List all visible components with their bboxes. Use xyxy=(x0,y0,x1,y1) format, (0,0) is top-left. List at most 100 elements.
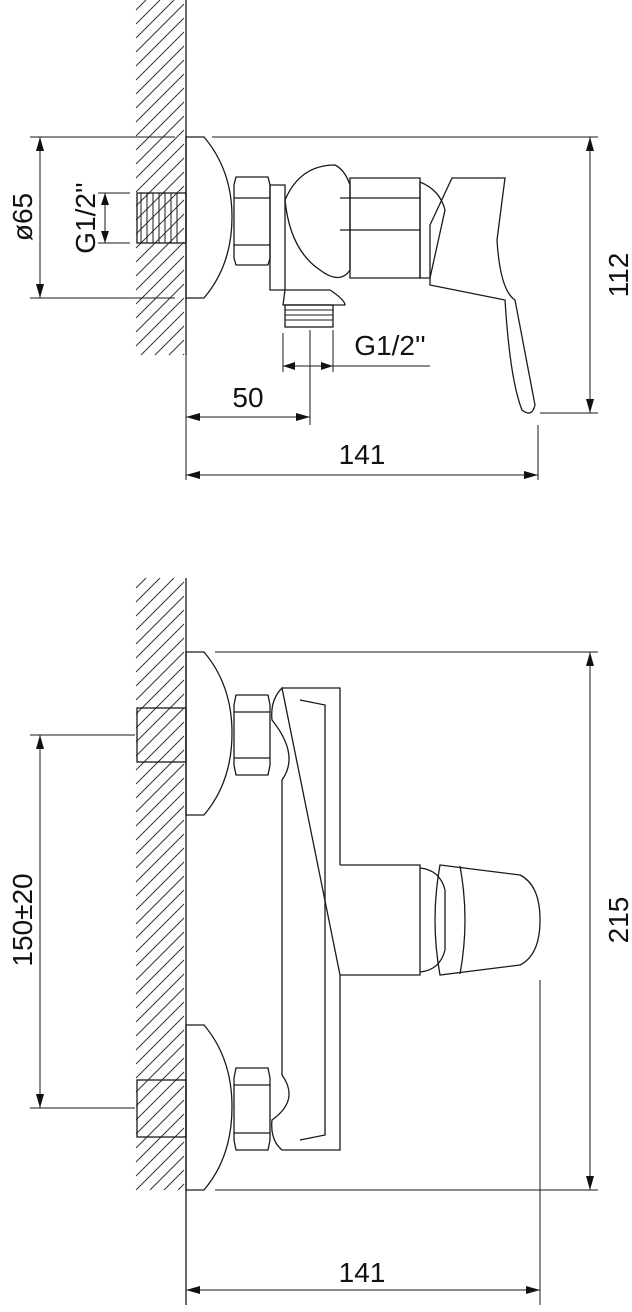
hatch-line xyxy=(135,679,185,729)
hatch-line xyxy=(135,1141,185,1191)
dimension-lines xyxy=(30,136,598,480)
hatch-line xyxy=(135,213,185,263)
hatch-line xyxy=(135,45,185,95)
hatch-line xyxy=(135,255,185,305)
hatch-line xyxy=(135,609,185,659)
thread-lines xyxy=(140,193,178,243)
lever-handle xyxy=(429,177,536,414)
escutcheon-diameter-label: ø65 xyxy=(7,193,38,241)
hatch-line xyxy=(135,945,185,995)
hatch-line xyxy=(135,0,175,39)
outlet-offset-label: 50 xyxy=(232,382,263,413)
cartridge-cap xyxy=(419,867,446,973)
hatch-line xyxy=(135,987,185,1037)
inlet-thread-label: G1/2'' xyxy=(70,182,101,253)
hatch-line xyxy=(135,581,185,631)
hatch-line xyxy=(135,59,185,109)
hatch-line xyxy=(149,1155,185,1191)
hatch-line xyxy=(135,1057,185,1107)
hatch-line xyxy=(140,311,185,356)
side-view: ø65 G1/2'' 112 50 141 G1/2'' xyxy=(7,0,632,480)
hatch-line xyxy=(135,665,185,715)
hatch-line xyxy=(135,1113,185,1163)
hatch-line xyxy=(135,959,185,1009)
hatch-line xyxy=(135,199,185,249)
hatch-line xyxy=(135,0,161,25)
hatch-line xyxy=(135,721,185,771)
hatch-line xyxy=(135,1001,185,1051)
hatch-line xyxy=(135,1071,185,1121)
upper-nut xyxy=(233,694,271,776)
hatch-line xyxy=(135,283,185,333)
front-depth-label: 141 xyxy=(339,1257,386,1288)
dimension-lines xyxy=(30,651,598,1305)
inlet-thread xyxy=(136,192,187,244)
hatch-line xyxy=(135,833,185,883)
lower-escutcheon xyxy=(185,1024,233,1191)
cartridge-housing xyxy=(340,864,421,976)
hatch-line xyxy=(135,1029,185,1079)
hatch-line xyxy=(135,227,185,277)
body-edge xyxy=(299,699,326,1141)
lower-inlet-thread xyxy=(136,1079,187,1138)
outlet-body xyxy=(282,289,346,306)
hatch-line xyxy=(135,707,185,757)
hatch-line xyxy=(135,693,185,743)
outlet-thread xyxy=(284,304,334,328)
nut xyxy=(233,176,271,266)
hatch-line xyxy=(135,749,185,799)
hatch-line xyxy=(135,973,185,1023)
hatch-line xyxy=(135,73,185,123)
hatch-line xyxy=(135,185,185,235)
hatch-line xyxy=(135,241,185,291)
hatch-line xyxy=(135,577,175,617)
hatch-line xyxy=(135,129,185,179)
hatch-line xyxy=(135,903,185,953)
hatch-line xyxy=(135,297,185,347)
upper-escutcheon xyxy=(185,651,233,816)
connector xyxy=(269,184,286,291)
hatch-line xyxy=(135,101,185,151)
hatch-line xyxy=(135,171,185,221)
hatch-line xyxy=(135,889,185,939)
hatch-line xyxy=(135,931,185,981)
body-dome xyxy=(284,164,351,279)
hatch-line xyxy=(135,31,185,81)
hatch-line xyxy=(168,339,185,356)
escutcheon xyxy=(185,136,233,299)
outlet-thread-label: G1/2'' xyxy=(354,330,425,361)
front-view: 150±20 215 141 xyxy=(7,578,632,1305)
hatch-line xyxy=(135,17,185,67)
hatch-line xyxy=(135,3,185,53)
hatch-line xyxy=(163,1169,185,1191)
hatch-line xyxy=(135,1015,185,1065)
hatch-line xyxy=(135,269,185,319)
upper-inlet-thread xyxy=(136,707,187,763)
hatch-line xyxy=(135,595,185,645)
cartridge xyxy=(419,181,446,279)
hatch-line xyxy=(135,805,185,855)
hatch-line xyxy=(135,623,185,673)
hatch-line xyxy=(154,325,185,356)
hatch-line xyxy=(177,1183,185,1191)
side-depth-label: 141 xyxy=(339,439,386,470)
wall-hatching xyxy=(135,0,185,1191)
lower-nut xyxy=(233,1067,271,1151)
handle xyxy=(434,864,541,976)
hatch-line xyxy=(135,861,185,911)
hatch-line xyxy=(135,637,185,687)
hatch-line xyxy=(135,115,185,165)
hatch-line xyxy=(135,577,147,589)
hatch-line xyxy=(182,353,185,356)
inlet-spacing-label: 150±20 xyxy=(7,873,38,966)
side-height-label: 112 xyxy=(603,253,632,298)
hatch-line xyxy=(135,651,185,701)
hatch-line xyxy=(135,847,185,897)
mixer-body xyxy=(271,686,341,1151)
hatch-line xyxy=(135,777,185,827)
hatch-line xyxy=(135,87,185,137)
hatch-line xyxy=(135,1099,185,1149)
hatch-line xyxy=(135,143,185,193)
front-height-label: 215 xyxy=(603,897,632,944)
